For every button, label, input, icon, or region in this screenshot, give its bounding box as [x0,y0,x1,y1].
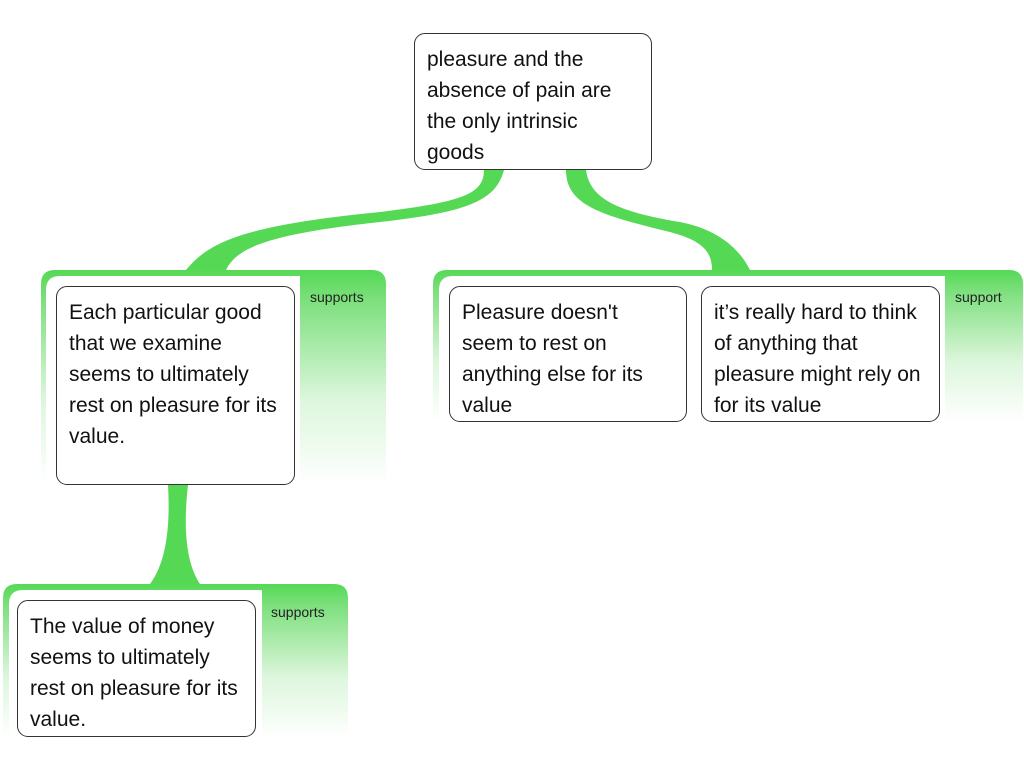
claim-node-bottom[interactable]: The value of money seems to ultimately r… [17,600,256,737]
claim-node-left[interactable]: Each particular good that we examine see… [56,286,295,485]
group-bottom-label: supports [271,604,325,620]
claim-node-right-b[interactable]: it’s really hard to think of anything th… [701,286,940,422]
connector-left-bottom [150,485,200,584]
group-left-label: supports [310,289,364,305]
claim-node-root[interactable]: pleasure and the absence of pain are the… [414,33,652,170]
group-right-label: support [955,289,1002,305]
connector-root-right [566,170,750,270]
claim-node-right-a[interactable]: Pleasure doesn't seem to rest on anythin… [449,286,687,422]
connector-root-left [186,170,504,270]
